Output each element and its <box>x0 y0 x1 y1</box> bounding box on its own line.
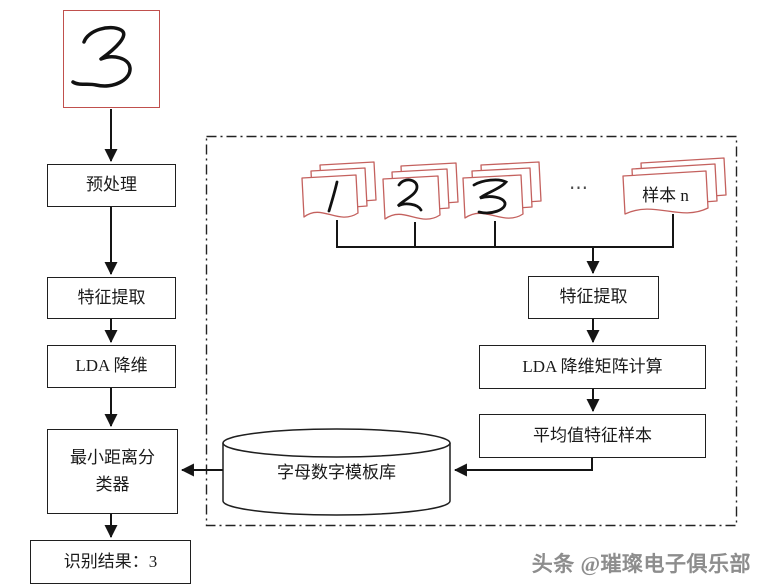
sample-stack-2 <box>382 162 459 220</box>
handwritten-1-icon <box>327 180 339 213</box>
input-digit-card <box>63 10 160 108</box>
classifier-box: 最小距离分 类器 <box>47 429 178 514</box>
ellipsis-dots: ⋯ <box>569 177 591 199</box>
mean-feature-box: 平均值特征样本 <box>479 414 706 458</box>
handwritten-2-icon <box>396 178 423 212</box>
lda-left-box: LDA 降维 <box>47 345 176 388</box>
feature-extraction-right-box: 特征提取 <box>528 276 659 319</box>
sample-stack-3 <box>462 161 542 219</box>
samples-connector-lines <box>336 214 674 248</box>
watermark-text: 头条 @璀璨电子俱乐部 <box>531 552 751 576</box>
lda-matrix-box: LDA 降维矩阵计算 <box>479 345 706 389</box>
feature-extraction-left-box: 特征提取 <box>47 277 176 319</box>
arrow-mean-to-template-db <box>453 458 593 477</box>
sample-stack-1 <box>301 161 377 218</box>
preprocess-box: 预处理 <box>47 164 176 207</box>
result-box: 识别结果：3 <box>30 540 191 584</box>
template-db-label: 字母数字模板库 <box>277 462 396 482</box>
handwritten-3-sample-icon <box>472 178 509 215</box>
sample-n-label: 样本 n <box>642 185 689 205</box>
